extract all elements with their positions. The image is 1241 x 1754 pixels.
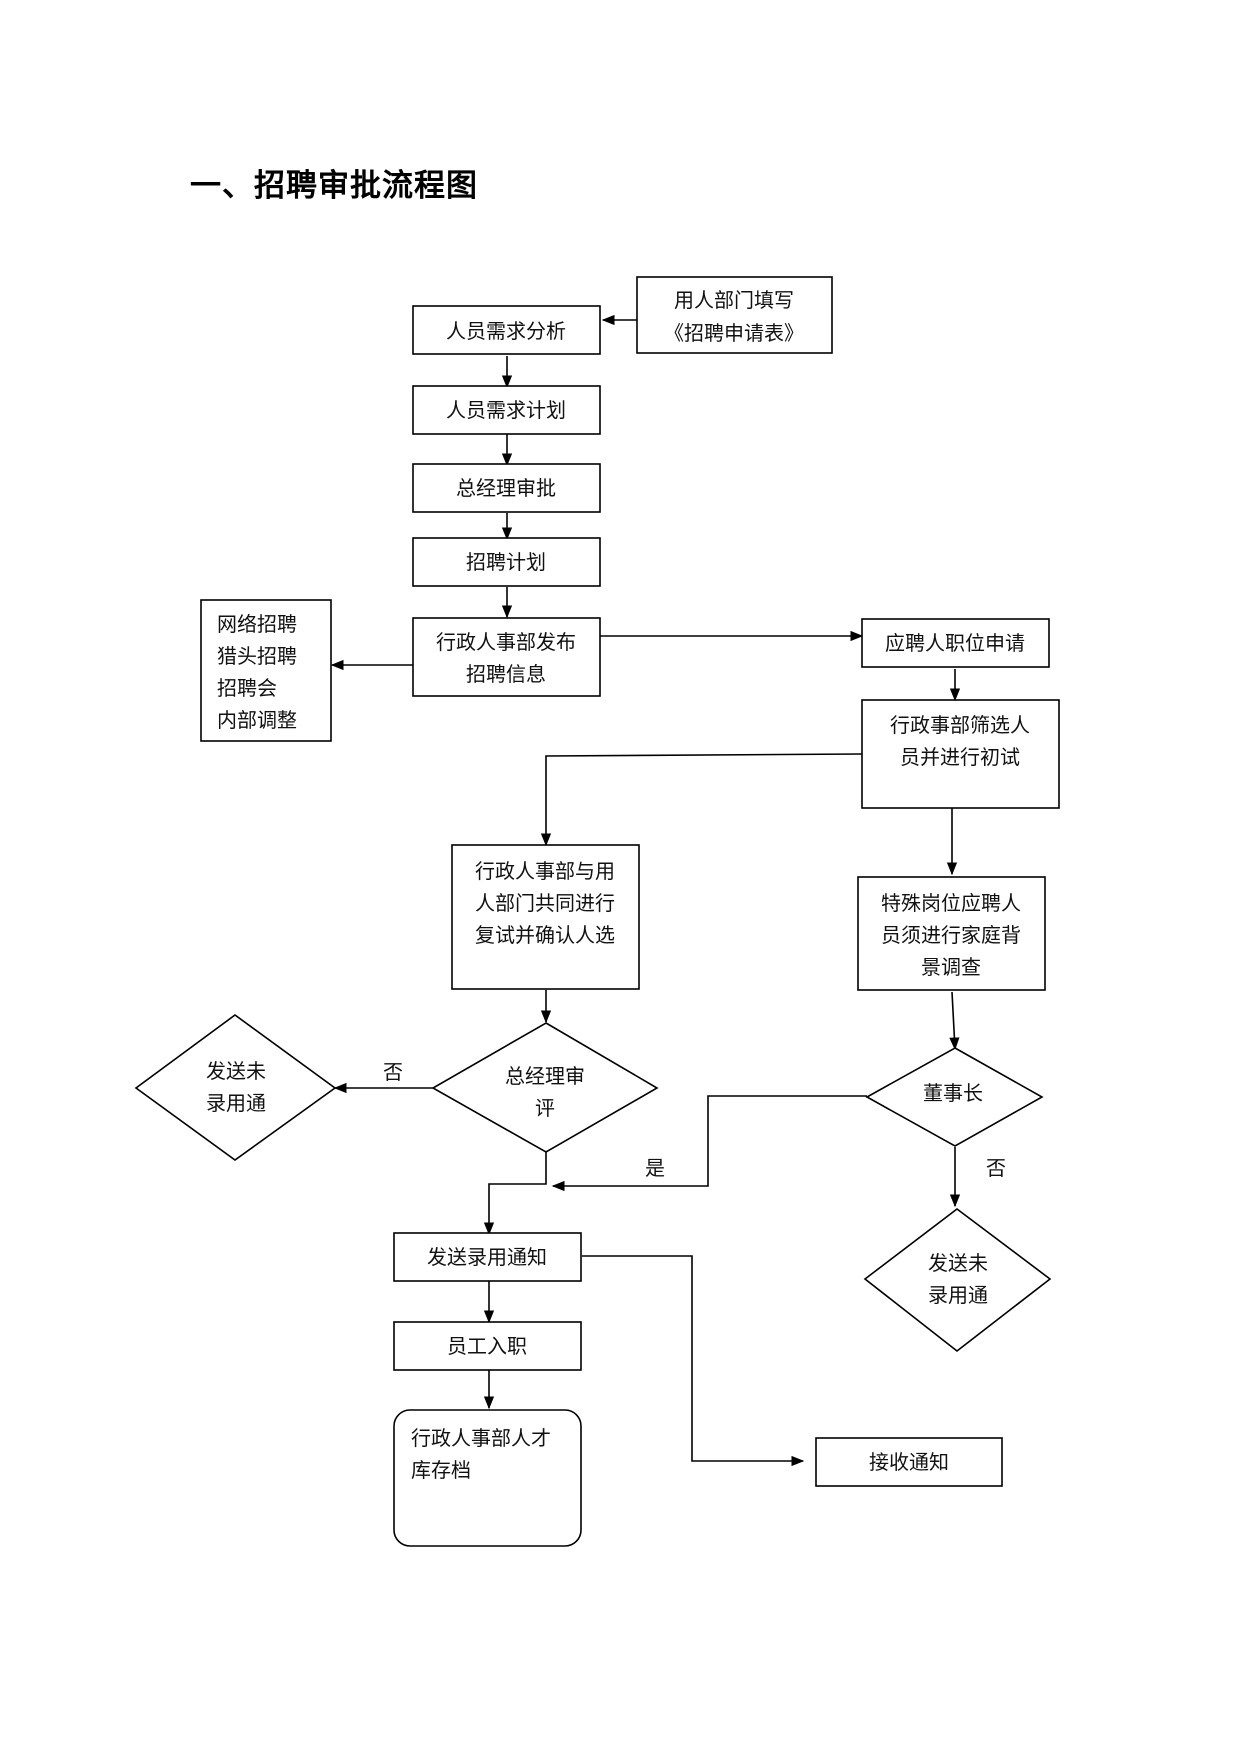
node-receive-notice-label: 接收通知: [869, 1450, 949, 1474]
node-reject-left-line-1: 发送未: [206, 1059, 266, 1083]
node-joint-interview: 行政人事部与用 人部门共同进行 复试并确认人选: [451, 844, 640, 990]
node-channels-line-1: 网络招聘: [217, 612, 297, 636]
node-screening-line-2: 员并进行初试: [900, 745, 1020, 769]
node-chairman: 董事长: [865, 1047, 1044, 1147]
node-channels-line-3: 招聘会: [217, 676, 277, 700]
node-archive-line-2: 库存档: [411, 1458, 471, 1482]
node-gm-approval-label: 总经理审批: [456, 476, 556, 500]
node-receive-notice: 接收通知: [815, 1437, 1003, 1487]
node-reject-right: 发送未 录用通: [863, 1207, 1052, 1353]
node-gm-review-line-1: 总经理审: [505, 1064, 585, 1088]
node-screening-line-1: 行政事部筛选人: [890, 713, 1030, 737]
node-publish-info-line-1: 行政人事部发布: [436, 630, 576, 654]
node-channels-line-4: 内部调整: [217, 708, 297, 732]
node-background-check-line-1: 特殊岗位应聘人: [881, 891, 1021, 915]
edge-gmreview-to-offer: [483, 1152, 547, 1236]
page-title: 一、招聘审批流程图: [190, 168, 478, 204]
node-recruit-plan: 招聘计划: [412, 537, 601, 587]
node-reject-right-line-1: 发送未: [928, 1251, 988, 1275]
node-fill-form-line-2: 《招聘申请表》: [664, 321, 804, 345]
node-channels-line-2: 猎头招聘: [217, 644, 297, 668]
edge-label-chairman-yes: 是: [645, 1156, 665, 1180]
node-chairman-label: 董事长: [923, 1081, 983, 1105]
node-reject-left: 发送未 录用通: [134, 1014, 337, 1161]
node-reject-left-line-2: 录用通: [206, 1091, 266, 1115]
node-fill-form-line-1: 用人部门填写: [674, 288, 794, 312]
node-fill-form: 用人部门填写 《招聘申请表》: [636, 276, 833, 354]
node-send-offer-label: 发送录用通知: [427, 1245, 547, 1269]
node-needs-analysis: 人员需求分析: [412, 305, 601, 355]
node-needs-plan: 人员需求计划: [412, 385, 601, 435]
node-channels: 网络招聘 猎头招聘 招聘会 内部调整: [200, 599, 332, 742]
node-screening: 行政事部筛选人 员并进行初试: [861, 699, 1060, 809]
node-needs-plan-label: 人员需求计划: [446, 398, 566, 422]
node-archive: 行政人事部人才 库存档: [393, 1409, 582, 1547]
edge-background-to-chairman: [949, 991, 960, 1051]
node-needs-analysis-label: 人员需求分析: [446, 319, 566, 343]
edge-label-chairman-no: 否: [986, 1156, 1006, 1180]
edge-chairman-yes: [551, 1095, 867, 1192]
node-background-check: 特殊岗位应聘人 员须进行家庭背 景调查: [857, 876, 1046, 991]
node-background-check-line-2: 员须进行家庭背: [881, 923, 1021, 947]
node-applicant-apply: 应聘人职位申请: [861, 618, 1050, 668]
node-archive-line-1: 行政人事部人才: [411, 1426, 551, 1450]
node-onboard-label: 员工入职: [447, 1334, 527, 1358]
node-gm-review-line-2: 评: [535, 1096, 555, 1120]
node-publish-info-line-2: 招聘信息: [466, 662, 546, 686]
edge-screening-to-joint: [540, 753, 863, 847]
node-recruit-plan-label: 招聘计划: [466, 550, 546, 574]
node-applicant-apply-label: 应聘人职位申请: [885, 631, 1025, 655]
node-joint-interview-line-1: 行政人事部与用: [475, 859, 615, 883]
edge-label-gm-no: 否: [383, 1060, 403, 1084]
edges: [330, 314, 961, 1467]
edge-offer-to-receive: [582, 1255, 805, 1467]
node-send-offer: 发送录用通知: [393, 1232, 582, 1282]
node-gm-approval: 总经理审批: [412, 463, 601, 513]
node-onboard: 员工入职: [393, 1321, 582, 1371]
node-publish-info: 行政人事部发布 招聘信息: [412, 617, 601, 697]
node-joint-interview-line-2: 人部门共同进行: [475, 891, 615, 915]
node-reject-right-line-2: 录用通: [928, 1283, 988, 1307]
node-gm-review: 总经理审 评: [431, 1022, 659, 1153]
node-joint-interview-line-3: 复试并确认人选: [475, 923, 615, 947]
node-background-check-line-3: 景调查: [921, 955, 981, 979]
